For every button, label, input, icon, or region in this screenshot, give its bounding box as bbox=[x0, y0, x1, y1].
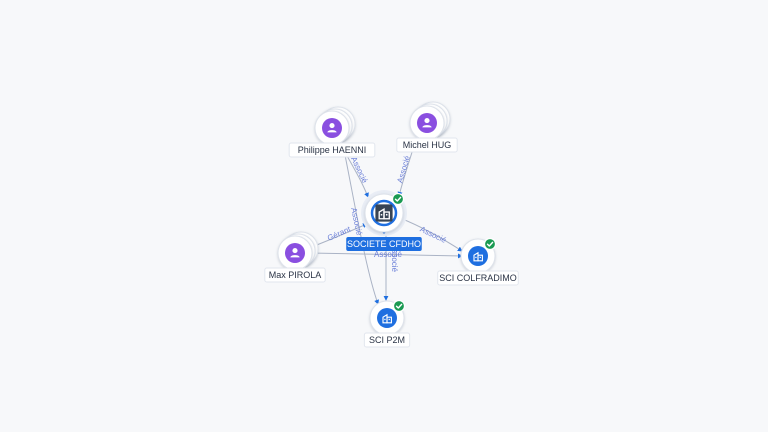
edge-haenni-center: Associé bbox=[345, 153, 370, 198]
node-label-bg bbox=[288, 142, 376, 158]
edge-label: Associé bbox=[374, 250, 403, 259]
node-label-bg bbox=[437, 270, 519, 286]
node-label: Michel HUG bbox=[403, 140, 452, 150]
edge-label: Associé bbox=[349, 155, 370, 185]
node-p2m[interactable]: SCI P2M bbox=[363, 299, 411, 348]
edge-line bbox=[343, 149, 379, 305]
edge-label: Associé bbox=[419, 225, 449, 246]
edge-label: Associé bbox=[395, 154, 412, 184]
node-label-bg bbox=[346, 237, 422, 251]
node-label: SOCIETE CFDHO bbox=[347, 239, 421, 249]
node-label-bg bbox=[396, 137, 458, 153]
verified-badge bbox=[391, 192, 405, 206]
verified-badge bbox=[392, 299, 406, 313]
node-haenni[interactable]: Philippe HAENNI bbox=[288, 106, 376, 158]
node-pirola[interactable]: Max PIROLA bbox=[264, 231, 326, 283]
node-label-bg bbox=[264, 267, 326, 283]
edge-line bbox=[399, 217, 463, 252]
node-label: Philippe HAENNI bbox=[298, 145, 367, 155]
node-label-bg bbox=[363, 332, 411, 348]
node-hug[interactable]: Michel HUG bbox=[396, 101, 458, 153]
node-label: SCI COLFRADIMO bbox=[439, 273, 517, 283]
edge-hug-center: Associé bbox=[395, 145, 415, 197]
edge-pirola-colfradimo: Associé bbox=[309, 250, 463, 259]
node-colfradimo[interactable]: SCI COLFRADIMO bbox=[437, 237, 519, 286]
node-label: SCI P2M bbox=[369, 335, 405, 345]
edge-line bbox=[345, 153, 369, 198]
node-label: Max PIROLA bbox=[269, 270, 322, 280]
edge-line bbox=[309, 252, 463, 259]
verified-badge bbox=[483, 237, 497, 251]
edge-label: Associé bbox=[390, 244, 399, 273]
node-center[interactable]: SOCIETE CFDHO bbox=[346, 190, 422, 251]
